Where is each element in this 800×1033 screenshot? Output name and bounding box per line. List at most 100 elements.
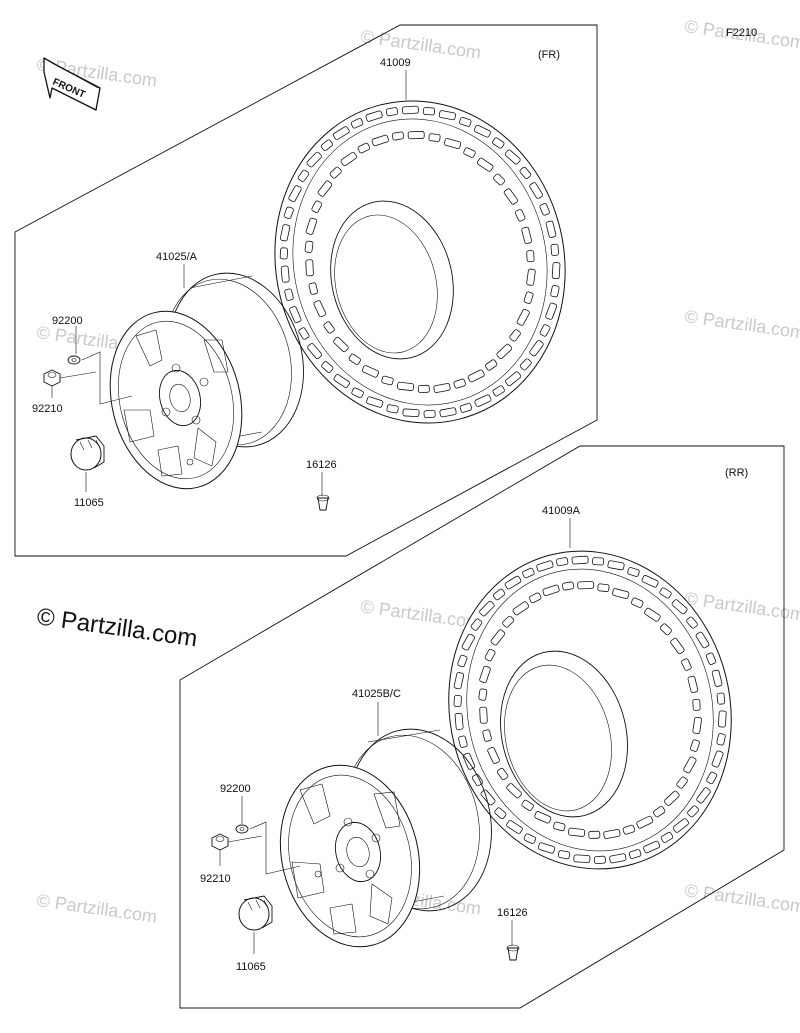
tread-block (458, 735, 468, 748)
tread-block (609, 853, 627, 864)
tread-block (529, 182, 543, 199)
tread-block (308, 282, 319, 295)
tread-block (333, 336, 349, 353)
tread-block (474, 394, 492, 407)
tread-block (479, 665, 491, 683)
tread-block (479, 706, 488, 724)
tread-block (366, 396, 384, 408)
tread-block (612, 588, 630, 599)
tread-block (705, 652, 717, 665)
tread-block (480, 789, 496, 806)
tread-block (467, 369, 485, 383)
tread-block (528, 592, 542, 604)
tread-block (588, 830, 601, 839)
rear-wheel (279, 728, 492, 948)
tread-block (503, 188, 519, 205)
tread-block (523, 291, 534, 304)
tread-block (438, 110, 456, 121)
figure-code: F2210 (726, 27, 757, 39)
tread-block (304, 240, 314, 253)
part-label: 92200 (52, 315, 83, 327)
tread-block (391, 131, 405, 141)
tread-block (288, 185, 302, 202)
part-label: 92200 (220, 783, 251, 795)
tread-block (283, 206, 294, 220)
tread-block (280, 265, 290, 283)
tread-block (577, 581, 595, 590)
tread-block (681, 658, 692, 671)
tread-block (526, 268, 536, 286)
tread-block (492, 385, 505, 397)
tread-block (539, 203, 550, 216)
tread-block (516, 308, 530, 326)
tread-block (457, 654, 468, 668)
tread-block (329, 166, 342, 179)
tread-block (568, 827, 586, 837)
tread-block (362, 365, 379, 378)
front-washer (67, 355, 81, 365)
tread-block (284, 288, 294, 301)
tread-block (607, 560, 625, 571)
part-label: 92210 (32, 403, 63, 415)
tread-block (487, 746, 500, 764)
rear-nut (211, 833, 229, 851)
tread-block (672, 818, 689, 833)
tread-block (423, 409, 436, 419)
tread-block (351, 387, 364, 399)
tread-block (550, 285, 560, 298)
tread-block (317, 180, 333, 197)
tread-block (423, 107, 435, 116)
tread-block (521, 226, 533, 244)
front-cap (70, 435, 105, 471)
tread-block (307, 343, 323, 360)
tread-block (496, 343, 513, 360)
tread-block (484, 648, 496, 662)
watermark-text: © Partzilla.com (683, 880, 800, 917)
tread-block (348, 353, 361, 365)
tread-block (659, 587, 672, 599)
tread-block (573, 854, 591, 863)
tread-block (506, 820, 523, 834)
tread-block (357, 142, 371, 154)
tread-block (529, 340, 544, 357)
tread-block (630, 597, 644, 608)
front-section-frame (14, 24, 598, 557)
tread-block (289, 306, 302, 324)
watermark-text: © Partzilla.com (359, 596, 482, 633)
tread-block (478, 688, 488, 701)
watermark-text: © Partzilla.com (683, 306, 800, 343)
part-label: 41025/A (156, 251, 198, 263)
tread-block (711, 750, 724, 768)
tread-block (504, 149, 521, 165)
tread-block (593, 855, 606, 865)
tread-block (311, 200, 323, 213)
tread-block (542, 584, 560, 596)
front-tire (274, 100, 566, 424)
tread-block (683, 756, 697, 774)
tread-block (676, 776, 688, 789)
front-section: (FR) (14, 24, 598, 557)
tread-block (453, 672, 465, 690)
tread-block (485, 359, 498, 371)
rear-section-tag: (RR) (725, 467, 748, 479)
tread-block (350, 118, 364, 129)
part-label: 11065 (236, 961, 266, 973)
tread-block (551, 262, 561, 280)
tread-block (627, 567, 640, 577)
tread-block (592, 557, 605, 566)
part-label: 41009 (380, 57, 411, 69)
tread-block (470, 618, 483, 631)
part-label: 16126 (497, 907, 528, 919)
tread-block (490, 629, 506, 646)
part-label: 41009A (542, 505, 581, 517)
tread-block (305, 217, 318, 235)
tread-block (522, 567, 535, 579)
tread-block (716, 692, 726, 705)
tread-block (453, 378, 466, 389)
tread-block (433, 383, 451, 393)
tread-block (534, 811, 552, 824)
tread-block (716, 733, 726, 746)
tread-block (687, 805, 700, 818)
tread-block (545, 220, 557, 238)
